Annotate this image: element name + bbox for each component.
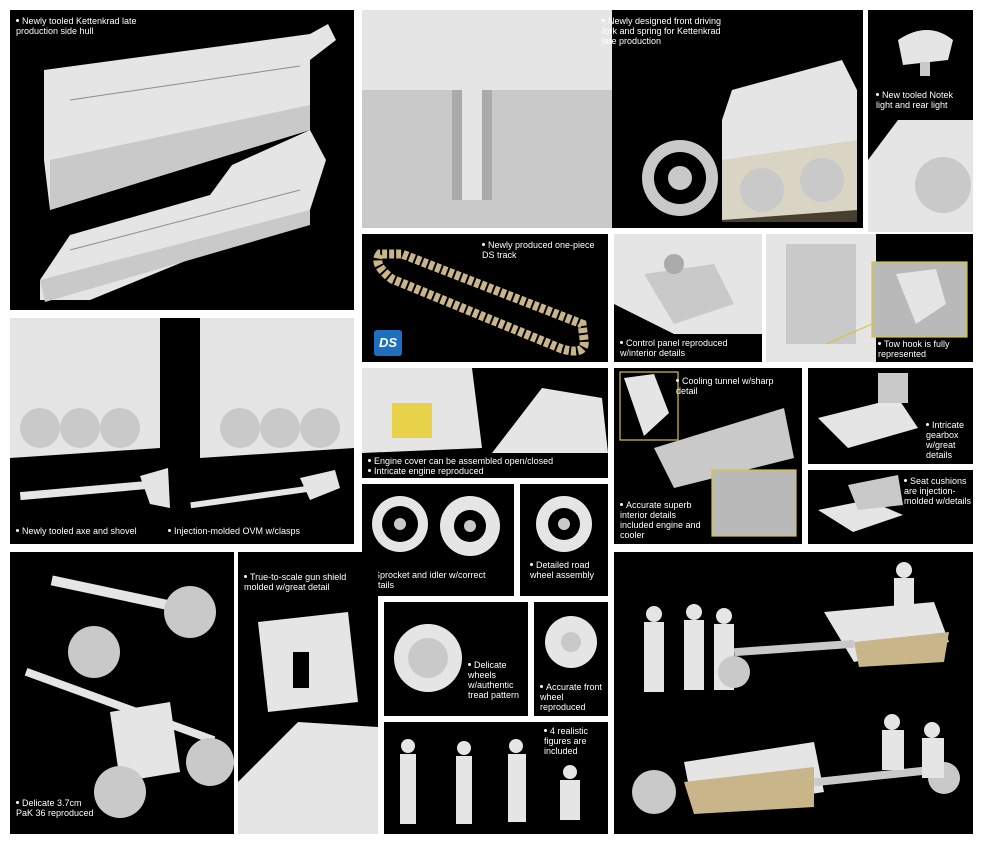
caption-delicate-wheels: Delicate wheels w/authentic tread patter… — [468, 660, 520, 700]
panel-axe-shovel: Newly tooled axe and shovel Injection-mo… — [10, 318, 354, 544]
sprocket-idler-image — [372, 496, 500, 556]
assembled-kettenkrad-scene — [632, 562, 960, 814]
panel-side-hull: Newly tooled Kettenkrad late production … — [10, 10, 354, 310]
caption-engine: Intricate engine reproduced — [368, 466, 604, 476]
panel-road-wheel: Detailed road wheel assembly — [520, 484, 608, 596]
panel-engine-cover: Engine cover can be assembled open/close… — [362, 368, 608, 478]
caption-axe-shovel: Newly tooled axe and shovel — [16, 526, 176, 536]
tow-hook-image — [766, 234, 968, 362]
panel-pak36: Delicate 3.7cm PaK 36 reproduced — [10, 552, 234, 834]
caption-sprocket-idler: Sprocket and idler w/correct details — [368, 570, 486, 590]
panel-notek: New tooled Notek light and rear light — [868, 10, 973, 232]
caption-interior: Accurate superb interior details include… — [620, 500, 701, 540]
caption-pak36: Delicate 3.7cm PaK 36 reproduced — [16, 798, 94, 818]
caption-notek: New tooled Notek light and rear light — [876, 90, 954, 110]
caption-tow-hook: Tow hook is fully represented — [878, 339, 950, 359]
front-wheel-image — [545, 616, 597, 668]
panel-ds-track: DS Newly produced one-piece DS track — [362, 234, 608, 362]
ds-track-image — [373, 249, 589, 356]
caption-ds-track: Newly produced one-piece DS track — [482, 240, 595, 260]
panel-delicate-wheels: Delicate wheels w/authentic tread patter… — [384, 602, 528, 716]
panel-assembled-scene — [614, 552, 973, 834]
panel-tow-hook: Tow hook is fully represented — [766, 234, 973, 362]
caption-ovm: Injection-molded OVM w/clasps — [168, 526, 348, 536]
caption-seat-cushions: Seat cushions are injection-molded w/det… — [904, 476, 972, 506]
seat-cushions-image — [818, 475, 903, 532]
road-wheel-image — [536, 496, 592, 552]
caption-gun-shield: True-to-scale gun shield molded w/great … — [244, 572, 347, 592]
front-fork-image — [362, 10, 857, 228]
caption-cooling-tunnel: Cooling tunnel w/sharp detail — [676, 376, 774, 396]
panel-sprocket-idler: Sprocket and idler w/correct details — [362, 484, 514, 596]
gearbox-image — [818, 373, 918, 448]
caption-front-wheel: Accurate front wheel reproduced — [540, 682, 603, 712]
ds-logo: DS — [374, 330, 402, 356]
caption-control-panel: Control panel reproduced w/interior deta… — [620, 338, 728, 358]
caption-engine-cover: Engine cover can be assembled open/close… — [368, 456, 604, 466]
panel-front-wheel: Accurate front wheel reproduced — [534, 602, 608, 716]
delicate-wheels-image — [394, 624, 462, 692]
pak36-image — [24, 575, 234, 818]
panel-gun-shield: True-to-scale gun shield molded w/great … — [238, 552, 378, 834]
caption-side-hull: Newly tooled Kettenkrad late production … — [16, 16, 137, 36]
caption-road-wheel: Detailed road wheel assembly — [530, 560, 595, 580]
panel-front-fork: Newly designed front driving fork and sp… — [362, 10, 863, 228]
panel-figures: 4 realistic figures are included — [384, 722, 608, 834]
axe-shovel-image — [10, 318, 354, 509]
panel-gearbox: Intricate gearbox w/great details — [808, 368, 973, 464]
caption-front-fork: Newly designed front driving fork and sp… — [602, 16, 722, 46]
control-panel-image — [614, 234, 762, 334]
caption-figures: 4 realistic figures are included — [544, 726, 589, 756]
side-hull-image — [40, 24, 336, 302]
engine-cover-image — [362, 368, 608, 453]
panel-seat-cushions: Seat cushions are injection-molded w/det… — [808, 470, 973, 544]
panel-cooling-tunnel: Cooling tunnel w/sharp detail Accurate s… — [614, 368, 802, 544]
figures-image — [400, 739, 580, 824]
cooling-tunnel-image — [619, 371, 797, 537]
gun-shield-image — [238, 612, 378, 834]
panel-control-panel: Control panel reproduced w/interior deta… — [614, 234, 762, 362]
caption-gearbox: Intricate gearbox w/great details — [926, 420, 965, 460]
notek-light-image — [868, 30, 973, 232]
